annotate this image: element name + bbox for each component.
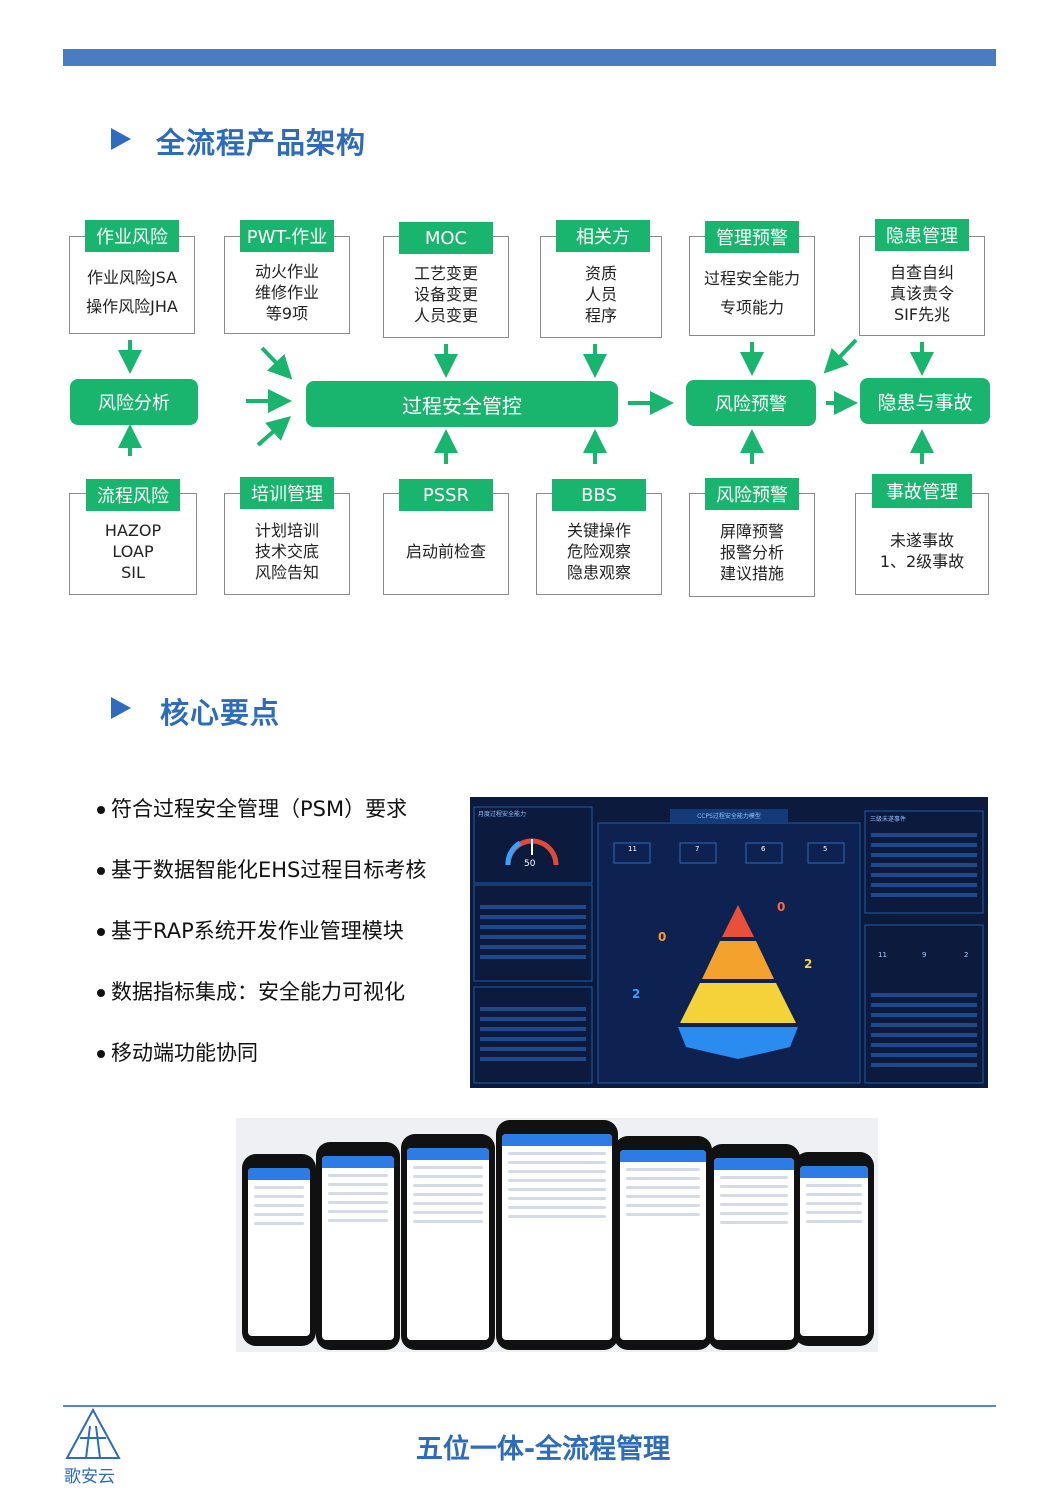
bullet-dot-icon [97, 867, 105, 875]
pill-risk-analysis: 风险分析 [70, 379, 198, 425]
bullet-item: 移动端功能协同 [97, 1037, 258, 1067]
count-value: 7 [695, 845, 700, 853]
tag-risk-warning: 风险预警 [705, 478, 799, 510]
tag-operation-risk: 作业风险 [85, 220, 179, 252]
dashboard-left-title: 月度过程安全能力 [478, 811, 527, 818]
bullet-item: 基于数据智能化EHS过程目标考核 [97, 854, 426, 884]
section-arrow-icon [111, 128, 131, 150]
pyramid-value: 2 [632, 987, 641, 1001]
key-points-title: 核心要点 [160, 696, 281, 730]
count-value: 5 [823, 845, 828, 853]
phone-mockup [496, 1120, 618, 1350]
stat-value: 11 [878, 951, 887, 959]
tag-pwt-work: PWT-作业 [240, 220, 334, 252]
box-pwt-work: 动火作业维修作业等9项 [224, 236, 350, 334]
tag-training-management: 培训管理 [240, 477, 334, 509]
logo-icon [65, 1408, 121, 1459]
phone-mockup [316, 1142, 400, 1350]
pyramid-value: 0 [658, 930, 667, 944]
stat-value: 2 [964, 951, 969, 959]
box-training-management: 计划培训技术交底风险告知 [224, 493, 350, 595]
phone-mockup [401, 1134, 495, 1350]
dashboard-right-title: 三级未遂事件 [870, 816, 907, 823]
header-bar [63, 49, 996, 66]
tag-process-risk: 流程风险 [86, 479, 180, 511]
pill-risk-warning: 风险预警 [686, 380, 816, 426]
pyramid-value: 0 [777, 900, 786, 914]
footer-line [63, 1405, 996, 1407]
bullet-item: 数据指标集成：安全能力可视化 [97, 976, 405, 1006]
section-arrow-icon [111, 697, 131, 719]
flow-arrows [118, 338, 934, 464]
stat-value: 9 [922, 951, 927, 959]
bullet-dot-icon [97, 1050, 105, 1058]
gauge-value: 50 [524, 859, 536, 869]
pill-hazard-accident: 隐患与事故 [860, 378, 990, 424]
count-value: 6 [761, 845, 766, 853]
dashboard-center-title: CCPS过程安全能力模型 [697, 813, 761, 820]
pill-process-safety-control: 过程安全管控 [306, 381, 618, 427]
bullet-dot-icon [97, 806, 105, 814]
tag-management-warning: 管理预警 [705, 221, 799, 253]
box-related-party: 资质人员程序 [540, 236, 662, 338]
footer-title: 五位一体-全流程管理 [415, 1434, 671, 1465]
phone-mockup [242, 1154, 316, 1346]
bullet-item: 符合过程安全管理（PSM）要求 [97, 793, 407, 823]
logo-text: 歌安云 [64, 1467, 115, 1487]
tag-bbs: BBS [552, 479, 646, 511]
phone-mockup [794, 1152, 874, 1346]
bullet-dot-icon [97, 989, 105, 997]
box-risk-warning: 屏障预警报警分析建议措施 [689, 493, 815, 597]
dashboard-screenshot: 月度过程安全能力 CCPS过程安全能力模型 三级未遂事件 50 11 7 6 5… [470, 797, 988, 1088]
tag-hazard-management: 隐患管理 [875, 219, 969, 251]
tag-related-party: 相关方 [556, 220, 650, 252]
architecture-title: 全流程产品架构 [156, 126, 367, 160]
count-value: 11 [628, 845, 637, 853]
tag-accident-management: 事故管理 [872, 474, 972, 508]
bullet-item: 基于RAP系统开发作业管理模块 [97, 915, 404, 945]
tag-moc: MOC [399, 222, 493, 254]
phone-mockup [614, 1136, 712, 1350]
mobile-app-screenshots [236, 1118, 878, 1352]
bullet-dot-icon [97, 928, 105, 936]
tag-pssr: PSSR [399, 479, 493, 511]
pyramid-value: 2 [804, 957, 813, 971]
phone-mockup [708, 1144, 800, 1350]
